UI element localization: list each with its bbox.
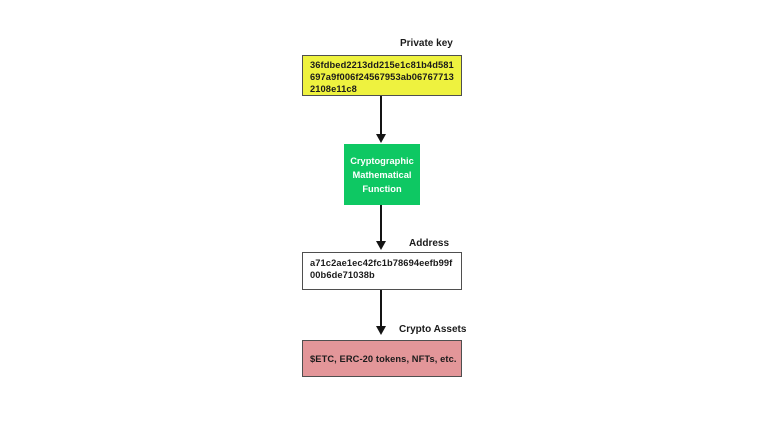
arrow-down-icon <box>376 241 386 250</box>
private-key-box: 36fdbed2213dd215e1c81b4d581697a9f006f245… <box>302 55 462 96</box>
arrow-line <box>380 290 382 326</box>
arrow-down-icon <box>376 326 386 335</box>
arrow-private-key-to-function <box>375 96 387 143</box>
arrow-line <box>380 205 382 241</box>
cryptographic-function-text: Cryptographic Mathematical Function <box>350 155 414 194</box>
private-key-label: Private key <box>400 38 453 49</box>
address-value: a71c2ae1ec42fc1b78694eefb99f00b6de71038b <box>310 258 453 280</box>
arrow-function-to-address <box>375 205 387 250</box>
crypto-assets-label: Crypto Assets <box>399 324 467 335</box>
cryptographic-function-box: Cryptographic Mathematical Function <box>344 144 420 205</box>
arrow-address-to-assets <box>375 290 387 335</box>
address-box: a71c2ae1ec42fc1b78694eefb99f00b6de71038b <box>302 252 462 290</box>
crypto-assets-box: $ETC, ERC-20 tokens, NFTs, etc. <box>302 340 462 377</box>
private-key-value: 36fdbed2213dd215e1c81b4d581697a9f006f245… <box>310 60 454 94</box>
arrow-line <box>380 96 382 134</box>
crypto-assets-value: $ETC, ERC-20 tokens, NFTs, etc. <box>310 353 457 364</box>
address-label: Address <box>409 238 450 249</box>
arrow-down-icon <box>376 134 386 143</box>
